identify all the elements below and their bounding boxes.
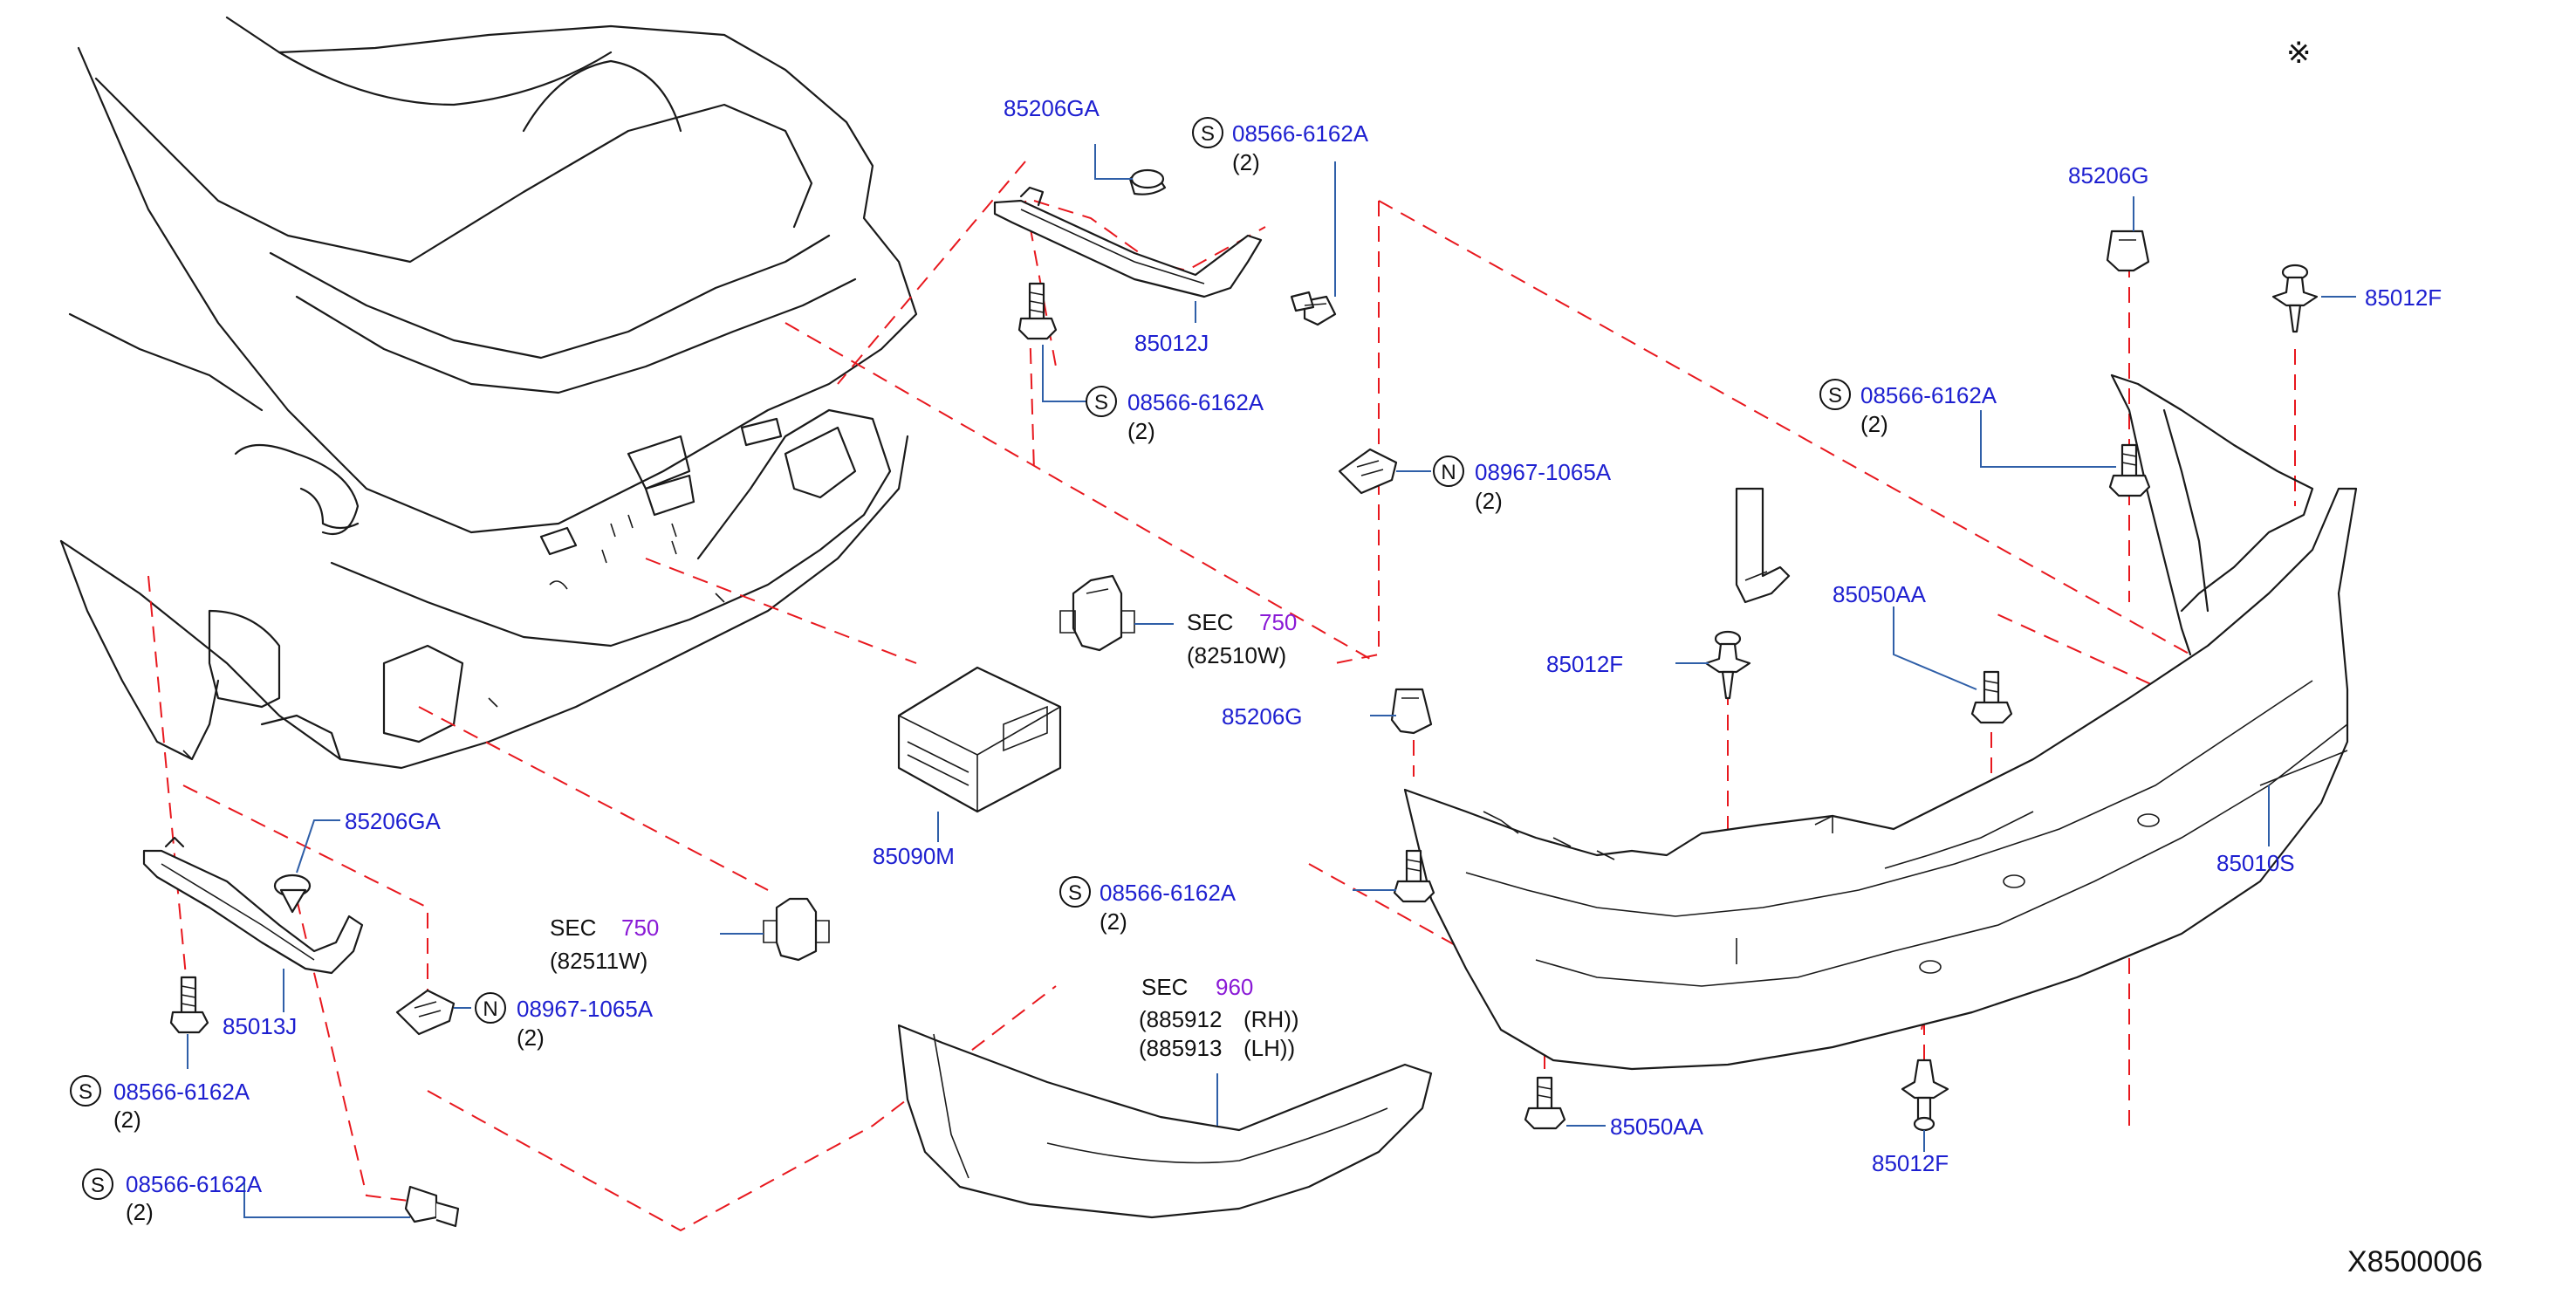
nut-prefix: N: [1441, 461, 1456, 484]
nut-prefix: N: [483, 997, 497, 1021]
screw-qty: (2): [1232, 149, 1260, 175]
nut-callout-1[interactable]: N 08967-1065A (2): [1433, 456, 1612, 514]
screw-callout-1[interactable]: S 08566-6162A (2): [1192, 117, 1369, 175]
label-85012F-top[interactable]: 85012F: [2365, 284, 2442, 311]
section-number: 960: [1216, 974, 1253, 1000]
bolt-85050AA-bottom: [1524, 1076, 1566, 1130]
nut-callout-2[interactable]: N 08967-1065A (2): [475, 992, 654, 1051]
nut-qty: (2): [1475, 488, 1503, 514]
bolt-08566-center: [1393, 849, 1435, 903]
screw-prefix: S: [79, 1080, 92, 1104]
clip-85206G-mid: [1390, 688, 1433, 735]
label-85050AA-bottom[interactable]: 85050AA: [1610, 1113, 1704, 1140]
label-85010S[interactable]: 85010S: [2216, 850, 2295, 876]
bumper-fascia-85010S: [1403, 373, 2358, 1071]
bolt-08566-upper-right: [1290, 291, 1337, 326]
nut-code: 08967-1065A: [1475, 459, 1612, 485]
label-85012F-bottom[interactable]: 85012F: [1872, 1150, 1949, 1176]
screw-callout-4[interactable]: S 08566-6162A (2): [1059, 876, 1237, 935]
nut-code: 08967-1065A: [517, 996, 654, 1022]
bolt-08566-right: [2108, 443, 2151, 497]
bolt-08566-lower-angled: [404, 1185, 460, 1228]
label-85090M[interactable]: 85090M: [873, 843, 955, 869]
screw-prefix: S: [1828, 384, 1842, 408]
corner-mark: ※: [2286, 37, 2312, 70]
section-sec: SEC: [1187, 609, 1233, 635]
screw-qty: (2): [1127, 418, 1155, 444]
screw-code: 08566-6162A: [113, 1079, 250, 1105]
pin-85012F-top: [2271, 264, 2319, 333]
screw-prefix: S: [1094, 391, 1108, 415]
screw-qty: (2): [1860, 411, 1888, 437]
bolt-85050AA-mid: [1970, 670, 2013, 724]
assembly-dash-lines: [147, 161, 2296, 1232]
section-ref: (82510W): [1187, 642, 1286, 668]
section-number: 750: [621, 915, 659, 941]
label-85012F-mid[interactable]: 85012F: [1546, 651, 1623, 677]
leader-lines: [187, 144, 2356, 1218]
nut-qty: (2): [517, 1024, 545, 1051]
label-85206GA-lower[interactable]: 85206GA: [345, 808, 442, 834]
screw-qty: (2): [126, 1199, 154, 1225]
label-85206GA-upper[interactable]: 85206GA: [1004, 95, 1100, 121]
screw-code: 08566-6162A: [1100, 880, 1237, 906]
nut-08967-upper: [1338, 448, 1398, 495]
vehicle-rear-body: [59, 16, 918, 770]
label-85206G-right[interactable]: 85206G: [2068, 162, 2149, 188]
pin-85012F-mid: [1704, 630, 1751, 700]
bracket-82510W: [1059, 574, 1135, 652]
screw-qty: (2): [1100, 908, 1127, 935]
screw-code: 08566-6162A: [1860, 382, 1997, 408]
label-85013J[interactable]: 85013J: [223, 1013, 297, 1039]
section-ref-lh: (885913: [1139, 1035, 1222, 1061]
box-85090M: [897, 666, 1062, 813]
bracket-standalone: [1735, 487, 1791, 604]
screw-prefix: S: [1201, 122, 1215, 146]
section-sec: SEC: [550, 915, 596, 941]
screw-code: 08566-6162A: [1232, 120, 1369, 147]
label-85050AA-mid[interactable]: 85050AA: [1833, 581, 1927, 607]
section-number: 750: [1259, 609, 1297, 635]
section-ref-885912[interactable]: SEC 960 (885912 (RH)) (885913 (LH)): [1139, 974, 1299, 1061]
clip-85206GA-lower: [273, 874, 312, 914]
bracket-85012J: [993, 186, 1263, 298]
bolt-08566-lower-left: [169, 976, 209, 1034]
clip-85206G-right: [2106, 230, 2150, 272]
screw-prefix: S: [1068, 881, 1082, 905]
screw-prefix: S: [91, 1174, 105, 1197]
pin-85012F-bottom: [1901, 1059, 1949, 1132]
screw-callout-2[interactable]: S 08566-6162A (2): [1086, 386, 1264, 444]
section-ref-82510W[interactable]: SEC 750 (82510W): [1187, 609, 1297, 668]
section-sec: SEC: [1141, 974, 1188, 1000]
clip-85206GA-upper: [1128, 168, 1167, 195]
nut-08967-lower: [395, 989, 456, 1036]
section-ref-82511W[interactable]: SEC 750 (82511W): [550, 915, 659, 974]
label-85206G-mid[interactable]: 85206G: [1222, 703, 1303, 730]
screw-code: 08566-6162A: [1127, 389, 1264, 415]
bracket-82511W: [763, 897, 830, 962]
section-ref-rh: (885912: [1139, 1006, 1222, 1032]
screw-callout-5[interactable]: S 08566-6162A (2): [70, 1075, 250, 1133]
section-rh: (RH)): [1243, 1006, 1299, 1032]
label-85012J[interactable]: 85012J: [1134, 330, 1209, 356]
bracket-85013J: [142, 836, 364, 975]
section-lh: (LH)): [1243, 1035, 1295, 1061]
section-ref: (82511W): [550, 948, 647, 974]
screw-callout-6[interactable]: S 08566-6162A (2): [82, 1168, 263, 1225]
screw-callout-3[interactable]: S 08566-6162A (2): [1819, 379, 1997, 437]
screw-qty: (2): [113, 1107, 141, 1133]
reflector-885912: [897, 1024, 1433, 1219]
bolt-08566-upper-left: [1017, 282, 1058, 340]
screw-code: 08566-6162A: [126, 1171, 263, 1197]
diagram-id: X8500006: [2347, 1245, 2483, 1278]
